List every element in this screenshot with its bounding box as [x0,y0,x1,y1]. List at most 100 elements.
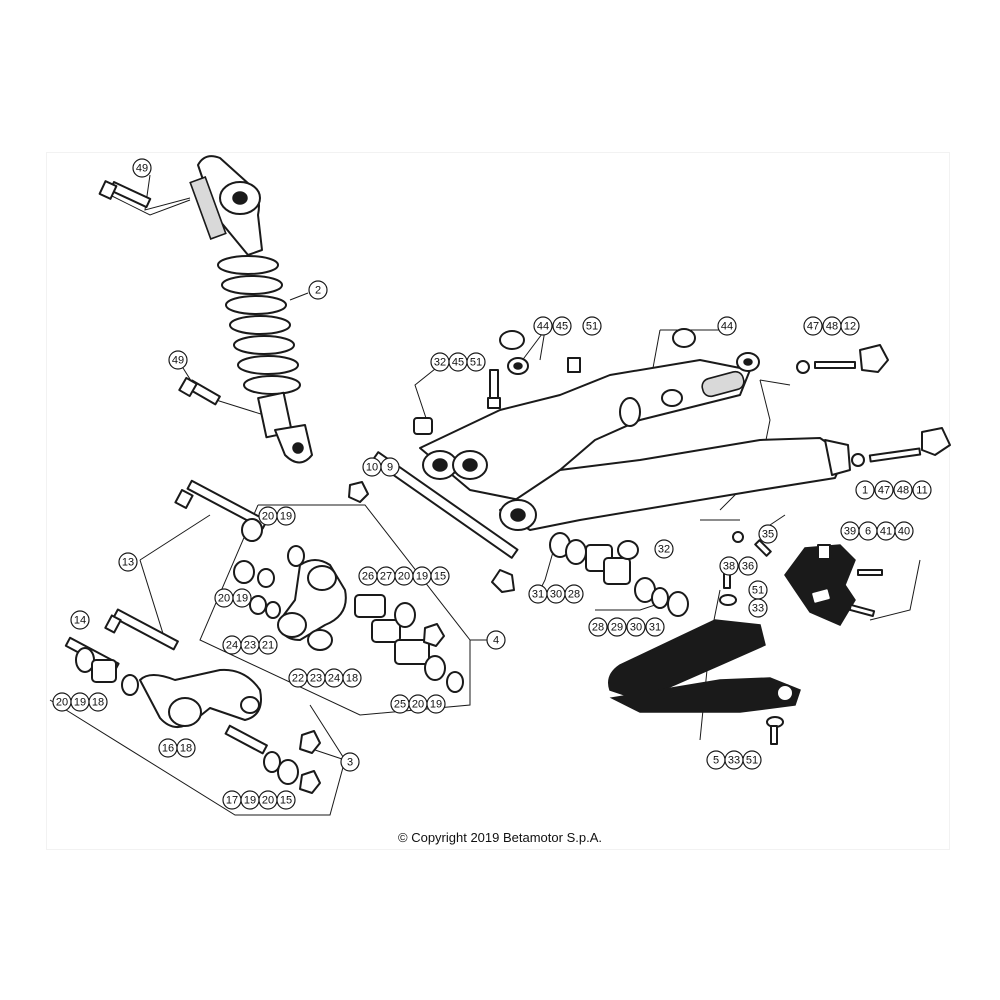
chain-slider [608,569,801,745]
callout-label: 51 [752,585,764,597]
callout-label: 19 [416,571,428,583]
part-callout: 3 [340,752,360,772]
callout-label: 49 [172,355,184,367]
callout-label: 16 [162,743,174,755]
part-callout: 20 [52,692,72,712]
callout-circle [626,617,646,637]
part-callout: 10 [362,457,382,477]
callout-circle [855,480,875,500]
callout-label: 33 [752,603,764,615]
part-callout: 1 [855,480,875,500]
part-callout: 38 [719,556,739,576]
callout-label: 28 [592,622,604,634]
callout-label: 20 [56,697,68,709]
callout-label: 11 [916,485,927,497]
part-callout: 19 [240,790,260,810]
callout-circle [912,480,932,500]
callout-circle [308,280,328,300]
callout-circle [118,552,138,572]
part-callout: 20 [408,694,428,714]
callout-label: 23 [310,673,322,685]
callout-circle [654,539,674,559]
part-callout: 24 [222,635,242,655]
callout-circle [70,610,90,630]
callout-circle [176,738,196,758]
callout-label: 25 [394,699,406,711]
part-callout: 5 [706,750,726,770]
callout-label: 24 [328,673,340,685]
callout-circle [232,588,252,608]
callout-circle [758,524,778,544]
callout-circle [340,752,360,772]
part-callout: 17 [222,790,242,810]
callout-label: 20 [398,571,410,583]
callout-label: 51 [586,321,598,333]
part-callout: 4 [486,630,506,650]
part-callout: 6 [858,521,878,541]
part-callout: 49 [168,350,188,370]
part-callout: 32 [654,539,674,559]
callout-label: 27 [380,571,392,583]
part-callout: 45 [552,316,572,336]
callout-circle [258,635,278,655]
part-callout: 15 [430,566,450,586]
part-callout: 16 [158,738,178,758]
part-callout: 20 [214,588,234,608]
callout-label: 19 [74,697,86,709]
callout-label: 32 [434,357,446,369]
callout-label: 19 [236,593,248,605]
part-callout: 48 [822,316,842,336]
part-callout: 11 [912,480,932,500]
callout-label: 47 [878,485,890,497]
pivot-shaft [348,451,519,593]
callout-label: 20 [412,699,424,711]
part-callout: 24 [324,668,344,688]
callout-label: 13 [122,557,134,569]
callout-label: 10 [366,462,378,474]
part-callout: 31 [645,617,665,637]
part-callout: 49 [132,158,152,178]
callout-circle [88,692,108,712]
swingarm [419,359,851,531]
part-callout: 19 [426,694,446,714]
callout-circle [582,316,602,336]
swingarm-hardware [413,328,951,467]
copyright-text: © Copyright 2019 Betamotor S.p.A. [398,830,602,845]
callout-label: 49 [136,163,148,175]
part-callout: 28 [588,617,608,637]
part-callout: 51 [466,352,486,372]
callout-label: 45 [452,357,464,369]
callout-label: 51 [470,357,482,369]
shock-absorber [189,155,313,464]
shock-bolt-top [98,180,152,209]
callout-label: 17 [226,795,238,807]
callout-label: 36 [742,561,754,573]
callout-label: 24 [226,640,238,652]
callout-circle [742,750,762,770]
callout-circle [607,617,627,637]
part-callout: 13 [118,552,138,572]
part-callout: 39 [840,521,860,541]
callout-label: 29 [611,622,623,634]
part-callout: 44 [717,316,737,336]
part-callout: 51 [742,750,762,770]
callout-label: 39 [844,526,856,538]
part-callout: 21 [258,635,278,655]
diagram-canvas [46,152,950,850]
part-callout: 40 [894,521,914,541]
part-callout: 35 [758,524,778,544]
callout-label: 14 [74,615,86,627]
rocker-bolt [174,479,305,619]
callout-label: 48 [826,321,838,333]
part-callout: 23 [240,635,260,655]
callout-label: 18 [92,697,104,709]
callout-label: 5 [713,755,719,767]
callout-label: 31 [532,589,544,601]
callout-label: 21 [262,640,274,652]
callout-circle [168,350,188,370]
part-callout: 41 [876,521,896,541]
part-callout: 33 [748,598,768,618]
swingarm-axle-slot-left [701,370,745,398]
shock-spring [217,255,301,395]
